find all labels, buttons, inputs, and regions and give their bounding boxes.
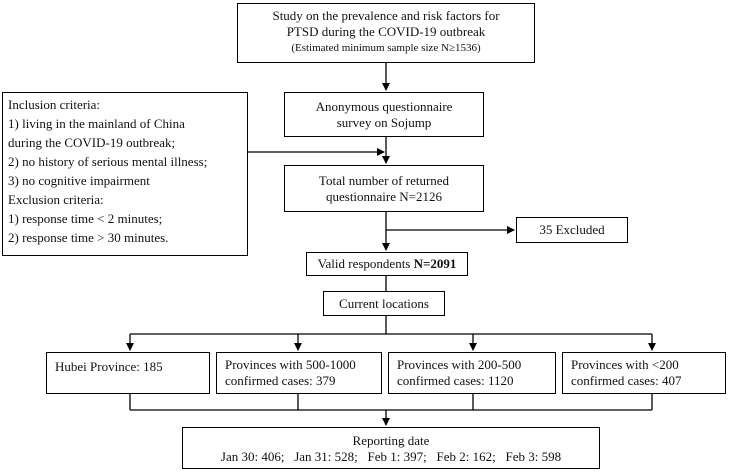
- study-box: Study on the prevalence and risk factors…: [237, 3, 535, 63]
- reporting-title: Reporting date: [352, 433, 430, 448]
- exclusion-item-2: 2) response time > 30 minutes.: [8, 230, 169, 245]
- valid-label: Valid respondents: [317, 256, 414, 271]
- inclusion-item-2: 2) no history of serious mental illness;: [8, 154, 208, 169]
- plt200-line-1: Provinces with <200: [571, 357, 679, 372]
- p200-box: Provinces with 200-500 confirmed cases: …: [388, 352, 556, 394]
- reporting-box: Reporting date Jan 30: 406; Jan 31: 528;…: [182, 427, 600, 469]
- reporting-dates: Jan 30: 406; Jan 31: 528; Feb 1: 397; Fe…: [220, 449, 562, 464]
- inclusion-title: Inclusion criteria:: [8, 97, 101, 112]
- plt200-box: Provinces with <200 confirmed cases: 407: [562, 352, 726, 394]
- returned-line-1: Total number of returned: [318, 173, 450, 188]
- locations-box: Current locations: [323, 291, 445, 316]
- study-line-2: PTSD during the COVID-19 outbreak: [286, 24, 486, 39]
- p200-line-2: confirmed cases: 1120: [397, 373, 514, 388]
- p500-line-1: Provinces with 500-1000: [225, 357, 356, 372]
- excluded-box: 35 Excluded: [516, 217, 628, 243]
- exclusion-title: Exclusion criteria:: [8, 192, 104, 207]
- survey-line-1: Anonymous questionnaire: [315, 99, 453, 114]
- inclusion-item-1a: 1) living in the mainland of China: [8, 116, 185, 131]
- p500-line-2: confirmed cases: 379: [225, 373, 336, 388]
- study-line-1: Study on the prevalence and risk factors…: [272, 8, 500, 23]
- hubei-box: Hubei Province: 185: [46, 352, 210, 394]
- survey-box: Anonymous questionnaire survey on Sojump: [284, 92, 484, 137]
- p500-box: Provinces with 500-1000 confirmed cases:…: [216, 352, 382, 394]
- plt200-line-2: confirmed cases: 407: [571, 373, 682, 388]
- survey-line-2: survey on Sojump: [336, 115, 432, 130]
- exclusion-item-1: 1) response time < 2 minutes;: [8, 211, 163, 226]
- valid-box: Valid respondents N=2091: [306, 252, 468, 276]
- inclusion-item-3: 3) no cognitive impairment: [8, 173, 150, 188]
- p200-line-1: Provinces with 200-500: [397, 357, 522, 372]
- inclusion-item-1b: during the COVID-19 outbreak;: [8, 135, 176, 150]
- returned-line-2: questionnaire N=2126: [325, 189, 442, 204]
- locations-label: Current locations: [339, 296, 429, 311]
- excluded-label: 35 Excluded: [539, 222, 605, 237]
- hubei-label: Hubei Province: 185: [55, 359, 163, 374]
- valid-value: N=2091: [413, 256, 457, 271]
- returned-box: Total number of returned questionnaire N…: [284, 165, 484, 212]
- study-line-3: (Estimated minimum sample size N≥1536): [291, 42, 481, 54]
- criteria-box: Inclusion criteria: 1) living in the mai…: [2, 92, 248, 256]
